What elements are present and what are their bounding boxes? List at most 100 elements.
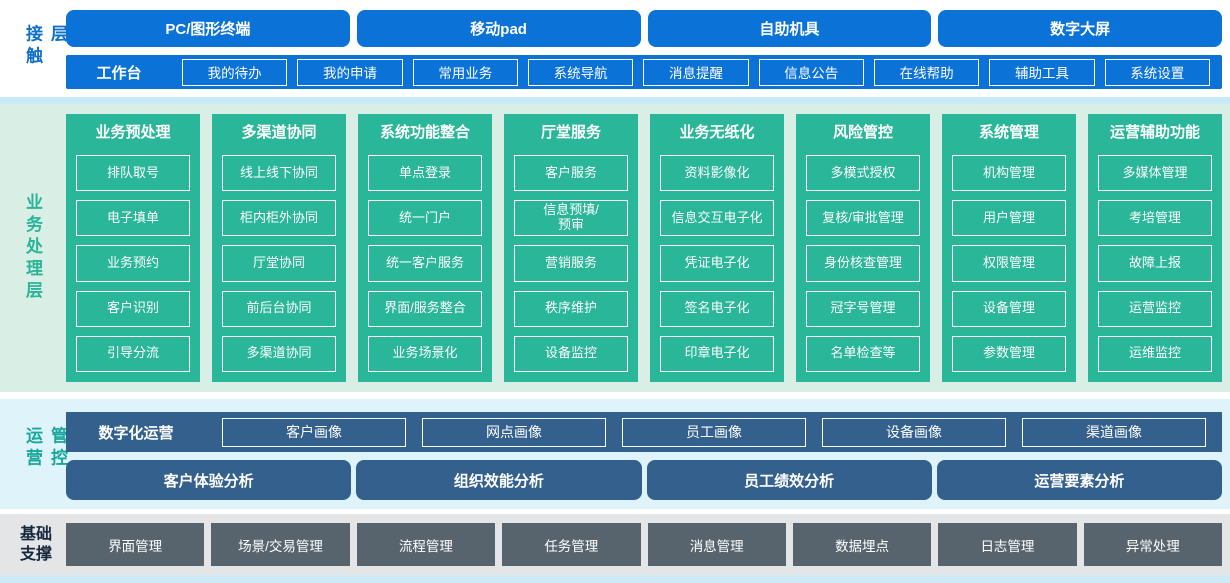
module-title: 系统管理: [978, 124, 1039, 141]
module-item[interactable]: 前后台协同: [222, 290, 336, 327]
module-item[interactable]: 故障上报: [1098, 245, 1212, 282]
foundation-item-data-tracking[interactable]: 数据埋点: [792, 523, 932, 566]
operations-layer-label: 运营管控: [23, 426, 67, 471]
foundation-item-exception-handling[interactable]: 异常处理: [1083, 523, 1222, 566]
workbench-item-navigation[interactable]: 系统导航: [527, 58, 634, 86]
module-item[interactable]: 运维监控: [1098, 335, 1212, 373]
module-item[interactable]: 机构管理: [952, 155, 1066, 192]
digital-operations-bar: 数字化运营 客户画像 网点画像 员工画像 设备画像 渠道画像: [66, 412, 1222, 452]
analysis-button-customer-experience[interactable]: 客户体验分析: [66, 460, 352, 500]
module-item[interactable]: 信息预填/ 预审: [514, 200, 628, 237]
workbench-label: 工作台: [96, 64, 142, 82]
module-column-ops-aux: 运营辅助功能 多媒体管理 考培管理 故障上报 运营监控 运维监控: [1088, 114, 1222, 382]
workbench-item-common-business[interactable]: 常用业务: [412, 58, 518, 86]
module-item[interactable]: 统一客户服务: [368, 245, 482, 282]
module-title: 业务预处理: [95, 124, 171, 141]
contact-layer-label: 接触层: [23, 24, 67, 69]
module-item[interactable]: 多渠道协同: [222, 335, 336, 373]
module-title: 厅堂服务: [540, 124, 601, 141]
module-item[interactable]: 复核/审批管理: [806, 200, 920, 237]
channel-button-pc[interactable]: PC/图形终端: [66, 10, 350, 47]
module-title: 风险管控: [832, 124, 893, 141]
module-item[interactable]: 多媒体管理: [1098, 155, 1212, 192]
analysis-button-employee-performance[interactable]: 员工绩效分析: [646, 460, 932, 500]
workbench-item-online-help[interactable]: 在线帮助: [873, 58, 980, 86]
foundation-item-scene-txn-mgmt[interactable]: 场景/交易管理: [211, 523, 350, 566]
module-column-paperless: 业务无纸化 资料影像化 信息交互电子化 凭证电子化 签名电子化 印章电子化: [650, 114, 784, 382]
module-column-preprocessing: 业务预处理 排队取号 电子填单 业务预约 客户识别 引导分流: [66, 114, 200, 382]
analysis-button-org-efficiency[interactable]: 组织效能分析: [356, 460, 642, 500]
foundation-item-log-mgmt[interactable]: 日志管理: [938, 523, 1077, 566]
module-item[interactable]: 用户管理: [952, 200, 1066, 237]
portrait-button-channel[interactable]: 渠道画像: [1022, 417, 1206, 447]
channel-button-bigscreen[interactable]: 数字大屏: [938, 10, 1222, 47]
digital-operations-label: 数字化运营: [98, 424, 174, 442]
channel-row: PC/图形终端 移动pad 自助机具 数字大屏: [66, 10, 1222, 47]
channel-button-selfservice[interactable]: 自助机具: [647, 10, 932, 47]
workbench-item-applications[interactable]: 我的申请: [297, 58, 403, 86]
module-item[interactable]: 客户服务: [514, 155, 628, 192]
foundation-item-process-mgmt[interactable]: 流程管理: [356, 523, 496, 566]
module-item[interactable]: 业务预约: [76, 245, 190, 282]
module-title: 运营辅助功能: [1109, 124, 1200, 141]
module-item[interactable]: 设备监控: [514, 335, 628, 373]
module-item[interactable]: 考培管理: [1098, 200, 1212, 237]
module-item[interactable]: 权限管理: [952, 245, 1066, 282]
foundation-item-task-mgmt[interactable]: 任务管理: [502, 523, 641, 566]
divider-band-top: [0, 97, 1230, 104]
module-item[interactable]: 运营监控: [1098, 290, 1212, 327]
portrait-button-employee[interactable]: 员工画像: [622, 417, 806, 447]
module-item[interactable]: 参数管理: [952, 335, 1066, 373]
section-foundation-layer: 基础 支撑 界面管理 场景/交易管理 流程管理 任务管理 消息管理 数据埋点 日…: [0, 514, 1230, 575]
module-item[interactable]: 营销服务: [514, 245, 628, 282]
module-item[interactable]: 设备管理: [952, 290, 1066, 327]
foundation-item-ui-mgmt[interactable]: 界面管理: [66, 523, 205, 566]
module-item[interactable]: 客户识别: [76, 290, 190, 327]
portrait-button-branch[interactable]: 网点画像: [422, 417, 606, 447]
module-item[interactable]: 身份核查管理: [806, 245, 920, 282]
module-item[interactable]: 单点登录: [368, 155, 482, 192]
module-column-system-admin: 系统管理 机构管理 用户管理 权限管理 设备管理 参数管理: [942, 114, 1076, 382]
module-item[interactable]: 统一门户: [368, 200, 482, 237]
foundation-item-message-mgmt[interactable]: 消息管理: [647, 523, 786, 566]
workbench-bar: 工作台 我的待办 我的申请 常用业务 系统导航 消息提醒 信息公告 在线帮助 辅…: [66, 55, 1222, 89]
module-item[interactable]: 引导分流: [76, 335, 190, 373]
module-column-multichannel: 多渠道协同 线上线下协同 柜内柜外协同 厅堂协同 前后台协同 多渠道协同: [212, 114, 346, 382]
module-item[interactable]: 厅堂协同: [222, 245, 336, 282]
portrait-button-customer[interactable]: 客户画像: [222, 417, 406, 447]
module-item[interactable]: 名单检查等: [806, 335, 920, 373]
module-item[interactable]: 资料影像化: [660, 155, 774, 192]
module-title: 系统功能整合: [379, 124, 470, 141]
analysis-button-ops-elements[interactable]: 运营要素分析: [936, 460, 1222, 500]
module-item[interactable]: 冠字号管理: [806, 290, 920, 327]
module-item[interactable]: 信息交互电子化: [660, 200, 774, 237]
module-item[interactable]: 秩序维护: [514, 290, 628, 327]
workbench-item-aux-tools[interactable]: 辅助工具: [989, 58, 1095, 86]
portrait-button-device[interactable]: 设备画像: [822, 417, 1006, 447]
workbench-item-announcements[interactable]: 信息公告: [758, 58, 864, 86]
module-columns: 业务预处理 排队取号 电子填单 业务预约 客户识别 引导分流 多渠道协同 线上线…: [66, 114, 1222, 382]
workbench-item-settings[interactable]: 系统设置: [1104, 58, 1210, 86]
module-item[interactable]: 电子填单: [76, 200, 190, 237]
section-business-layer: 业务处理层 业务预处理 排队取号 电子填单 业务预约 客户识别 引导分流 多渠道…: [0, 104, 1230, 392]
module-item[interactable]: 柜内柜外协同: [222, 200, 336, 237]
module-item[interactable]: 印章电子化: [660, 335, 774, 373]
analysis-row: 客户体验分析 组织效能分析 员工绩效分析 运营要素分析: [66, 460, 1222, 500]
module-title: 业务无纸化: [679, 124, 755, 141]
business-layer-label: 业务处理层: [23, 193, 42, 303]
foundation-layer-label: 基础 支撑: [19, 525, 52, 563]
module-item[interactable]: 签名电子化: [660, 290, 774, 327]
module-item[interactable]: 凭证电子化: [660, 245, 774, 282]
channel-button-pad[interactable]: 移动pad: [356, 10, 641, 47]
module-item[interactable]: 排队取号: [76, 155, 190, 192]
workbench-item-reminders[interactable]: 消息提醒: [643, 58, 749, 86]
module-item[interactable]: 业务场景化: [368, 335, 482, 373]
module-item[interactable]: 界面/服务整合: [368, 290, 482, 327]
module-column-risk-control: 风险管控 多模式授权 复核/审批管理 身份核查管理 冠字号管理 名单检查等: [796, 114, 930, 382]
module-column-lobby-service: 厅堂服务 客户服务 信息预填/ 预审 营销服务 秩序维护 设备监控: [504, 114, 638, 382]
foundation-row: 界面管理 场景/交易管理 流程管理 任务管理 消息管理 数据埋点 日志管理 异常…: [66, 523, 1222, 566]
module-item[interactable]: 多模式授权: [806, 155, 920, 192]
module-item[interactable]: 线上线下协同: [222, 155, 336, 192]
workbench-item-todo[interactable]: 我的待办: [182, 58, 288, 86]
